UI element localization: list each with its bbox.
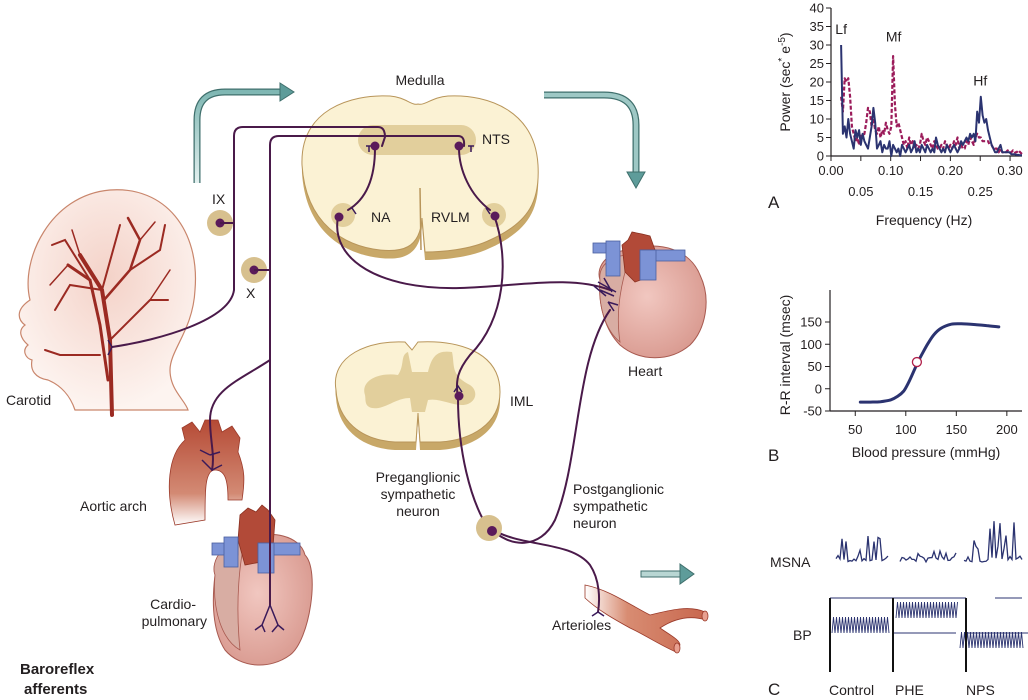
cardiopulmonary-label-2: pulmonary [142, 613, 207, 629]
spinal-cord [334, 341, 501, 450]
chart-a-x-label: Frequency (Hz) [876, 212, 972, 228]
chart-b-x-tick-label: 100 [895, 422, 917, 437]
chart-b-y-tick-label: -50 [803, 404, 822, 419]
chart-b-x-tick-label: 200 [996, 422, 1018, 437]
chart-a-annotation: Lf [835, 21, 847, 37]
bp-trace-control [831, 616, 890, 634]
cn-ix-label: IX [212, 191, 226, 207]
panel-b-label: B [768, 446, 779, 465]
bp-trace-nps [959, 631, 1024, 649]
msna-row-label: MSNA [770, 554, 811, 570]
medulla-label: Medulla [395, 72, 444, 88]
chart-a-y-tick-label: 10 [810, 112, 824, 127]
postganglionic-label-1: Postganglionic [573, 481, 664, 497]
chart-a-power-spectrum: 0 5 10 15 20 25 30 35 40 0.00 0.10 0.20 0.30 0.05 0.1… [768, 1, 1023, 228]
nts-label: NTS [482, 131, 510, 147]
chart-a-x-tick-label: 0.25 [968, 184, 993, 199]
chart-b-x-tick-label: 150 [945, 422, 967, 437]
chart-a-y-tick-label: 25 [810, 56, 824, 71]
na-label: NA [371, 209, 391, 225]
chart-b-y-label: R-R interval (msec) [777, 295, 793, 416]
chart-b-x-label: Blood pressure (mmHg) [852, 444, 1001, 460]
target-heart [592, 231, 707, 359]
carotid-label: Carotid [6, 392, 51, 408]
bp-row-label: BP [793, 627, 812, 643]
condition-phe: PHE [895, 682, 924, 698]
preganglionic-label-3: neuron [396, 503, 440, 519]
postganglionic-label-3: neuron [573, 515, 617, 531]
msna-trace-nps [963, 521, 1023, 563]
chart-b-operating-point [911, 356, 923, 368]
glossopharyngeal-nerve [111, 126, 387, 348]
vagus-nerve [269, 135, 466, 606]
condition-nps: NPS [966, 682, 995, 698]
chart-c-msna-bp-traces: MSNA BP Control PHE NPS C [768, 521, 1028, 699]
chart-a-annotation: Mf [886, 28, 902, 44]
postganglionic-cardiac [489, 309, 611, 544]
arterioles-label: Arterioles [552, 617, 611, 633]
neuron-bodies [334, 141, 502, 541]
chart-a-y-tick-label: 35 [810, 19, 824, 34]
chart-a-y-tick-label: 5 [817, 130, 824, 145]
title-line-2: afferents [24, 681, 87, 698]
nts-na-projection [347, 147, 376, 211]
cardiopulmonary-label-1: Cardio- [150, 596, 196, 612]
postganglionic-vascular [489, 527, 600, 613]
chart-a-x-tick-label: 0.10 [878, 163, 903, 178]
panel-c-label: C [768, 680, 780, 699]
msna-trace-phe [899, 548, 957, 564]
chart-a-annotation: Hf [973, 73, 987, 89]
aortic-arch-label: Aortic arch [80, 498, 147, 514]
msna-trace-control [835, 535, 889, 563]
nts-nucleus [358, 125, 476, 155]
vagal-efferent [336, 216, 611, 291]
rvlm-iml-projection [455, 214, 504, 399]
iml-label: IML [510, 393, 534, 409]
cardiopulmonary-heart [211, 504, 313, 666]
preganglionic-label-2: sympathetic [381, 486, 456, 502]
chart-a-y-tick-label: 15 [810, 93, 824, 108]
ganglion-x [241, 257, 270, 283]
chart-b-y-tick-label: 0 [815, 381, 822, 396]
chart-a-x-tick-label: 0.05 [848, 184, 873, 199]
preganglionic-label-1: Preganglionic [376, 469, 461, 485]
cn-x-label: X [246, 285, 256, 301]
vascular-output-arrow [640, 563, 695, 585]
nts-rvlm-projection [458, 147, 491, 211]
head-illustration [18, 189, 197, 417]
nerve-pathways [107, 126, 619, 633]
bp-trace-phe [895, 601, 958, 619]
chart-b-y-tick-label: 150 [800, 315, 822, 330]
chart-a-series-solid [840, 44, 1022, 157]
afferent-flow-arrow [193, 82, 295, 183]
chart-b-curve [858, 322, 1001, 404]
chart-a-x-tick-label: 0.00 [818, 163, 843, 178]
rvlm-label: RVLM [431, 209, 470, 225]
title-line-1: Baroreflex [20, 661, 95, 678]
chart-b-baroreflex-curve: -50 0 50 100 150 50 100 150 200 Blood pressure … [768, 290, 1022, 465]
chart-a-x-tick-label: 0.15 [908, 184, 933, 199]
heart-label: Heart [628, 363, 662, 379]
condition-control: Control [829, 682, 874, 698]
chart-b-y-tick-label: 100 [800, 337, 822, 352]
chart-a-y-tick-label: 30 [810, 38, 824, 53]
chart-b-x-tick-label: 50 [848, 422, 862, 437]
chart-a-y-label: Power (sec* e-5) [777, 32, 794, 131]
efferent-flow-arrow [544, 91, 646, 190]
aortic-arch [168, 419, 245, 526]
chart-a-y-tick-label: 20 [810, 75, 824, 90]
ganglion-ix [207, 210, 234, 236]
chart-a-y-tick-label: 0 [817, 149, 824, 164]
chart-a-x-tick-label: 0.30 [997, 163, 1022, 178]
medulla [301, 95, 539, 261]
chart-b-y-tick-label: 50 [808, 359, 822, 374]
chart-a-series-dashed [840, 55, 1023, 155]
postganglionic-label-2: sympathetic [573, 498, 648, 514]
arterioles [584, 584, 709, 654]
chart-a-x-tick-label: 0.20 [938, 163, 963, 178]
chart-a-y-tick-label: 40 [810, 1, 824, 16]
panel-a-label: A [768, 193, 780, 212]
